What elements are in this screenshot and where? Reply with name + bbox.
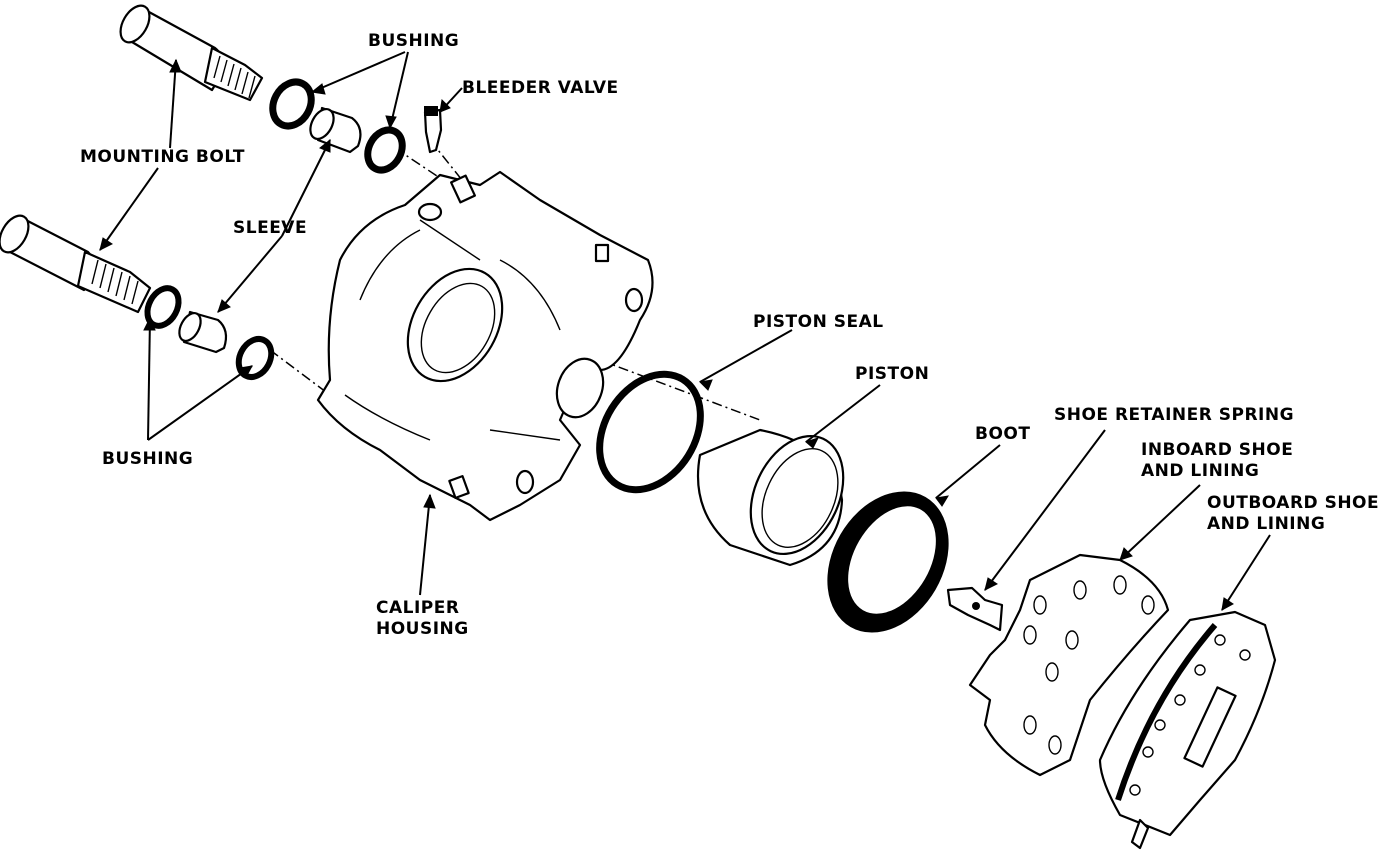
caliper-housing [316,170,654,522]
label-piston-seal: PISTON SEAL [753,312,884,332]
outboard-shoe [1098,610,1277,850]
label-inboard-shoe-line2: AND LINING [1141,461,1260,481]
arrowheads [99,58,1234,611]
sleeve-upper [309,106,362,154]
label-caliper-housing-line2: HOUSING [376,619,469,639]
piston-seal [596,370,704,494]
label-sleeve: SLEEVE [233,218,308,238]
mounting-bolt-upper [119,4,264,102]
label-bushing-top: BUSHING [368,31,460,51]
bleeder-valve [423,106,443,154]
label-boot: BOOT [975,424,1031,444]
boot [827,491,949,633]
label-outboard-shoe-line2: AND LINING [1207,514,1326,534]
shoe-retainer-spring [946,586,1004,632]
label-piston: PISTON [855,364,930,384]
bushing-ring-2 [364,126,406,174]
bushing-ring-3 [144,285,182,329]
piston [696,428,845,567]
label-mounting-bolt: MOUNTING BOLT [80,147,245,167]
label-outboard-shoe-line1: OUTBOARD SHOE [1207,493,1380,513]
mounting-bolt-lower [0,214,152,314]
label-caliper-housing-line1: CALIPER [376,598,460,618]
label-bushing-bottom: BUSHING [102,449,194,469]
sleeve-lower [178,310,228,354]
leader-lines [99,51,1271,611]
bushing-ring-1 [269,78,315,130]
inboard-shoe [968,553,1170,777]
label-inboard-shoe-line1: INBOARD SHOE [1141,440,1294,460]
label-shoe-retainer-spring: SHOE RETAINER SPRING [1054,405,1295,425]
label-bleeder-valve: BLEEDER VALVE [462,78,619,98]
